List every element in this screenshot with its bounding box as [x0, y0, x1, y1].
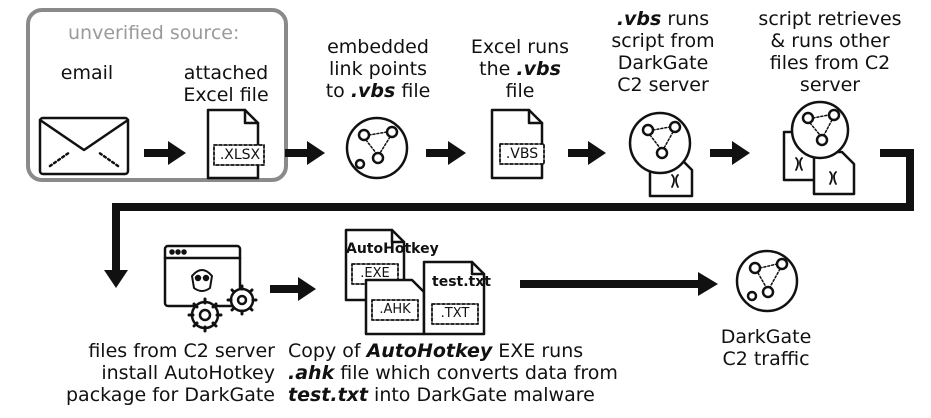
- arrow-right-icon: [710, 141, 750, 165]
- unverified-source-box: [26, 8, 288, 182]
- arrow-right-icon: [568, 141, 606, 165]
- autohotkey-file-name: AutoHotkey: [346, 241, 439, 257]
- globe-link-icon: [345, 116, 409, 180]
- gear-icon: [187, 297, 223, 333]
- test-txt-file-icon: [422, 260, 486, 336]
- email-label: email: [60, 62, 114, 84]
- vbs-file-icon: [490, 108, 545, 180]
- txt-ext-label: .TXT: [440, 306, 470, 321]
- copy-autohotkey-label: Copy of AutoHotkey EXE runs .ahk file wh…: [288, 340, 618, 406]
- vbs-ext-label: .VBS: [505, 146, 539, 162]
- arrow-right-icon: [285, 141, 325, 165]
- envelope-icon: [38, 116, 130, 176]
- embedded-link-label: embedded link points to .vbs file: [325, 36, 431, 102]
- xlsx-file-icon: [206, 108, 265, 180]
- excel-file-label: attached Excel file: [183, 62, 269, 106]
- arrow-right-icon: [144, 141, 186, 165]
- c2-traffic-globe-icon: [735, 249, 799, 313]
- connector-arrow-icon: [104, 149, 914, 288]
- xlsx-ext-label: .XLSX: [219, 147, 261, 163]
- vbs-runs-script-label: .vbs runs script from DarkGate C2 server: [611, 8, 715, 96]
- c2-globe-multi-file-icon: [782, 100, 856, 196]
- long-arrow-right-icon: [520, 272, 718, 296]
- ahk-file-icon: [364, 278, 426, 336]
- install-autohotkey-label: files from C2 server install AutoHotkey …: [65, 340, 275, 406]
- test-txt-file-name: test.txt: [432, 274, 491, 290]
- exe-ext-label: .EXE: [360, 266, 390, 281]
- arrow-right-icon: [426, 141, 466, 165]
- excel-runs-vbs-label: Excel runs the .vbs file: [470, 36, 570, 102]
- gear-icon: [226, 284, 258, 316]
- source-box-title: unverified source:: [68, 22, 240, 44]
- c2-globe-file-icon: [628, 111, 694, 198]
- arrow-right-icon: [270, 277, 316, 301]
- script-retrieves-label: script retrieves & runs other files from…: [758, 8, 902, 96]
- ahk-ext-label: .AHK: [379, 302, 411, 317]
- installer-window-icon: [163, 244, 242, 308]
- darkgate-c2-traffic-label: DarkGate C2 traffic: [720, 326, 812, 370]
